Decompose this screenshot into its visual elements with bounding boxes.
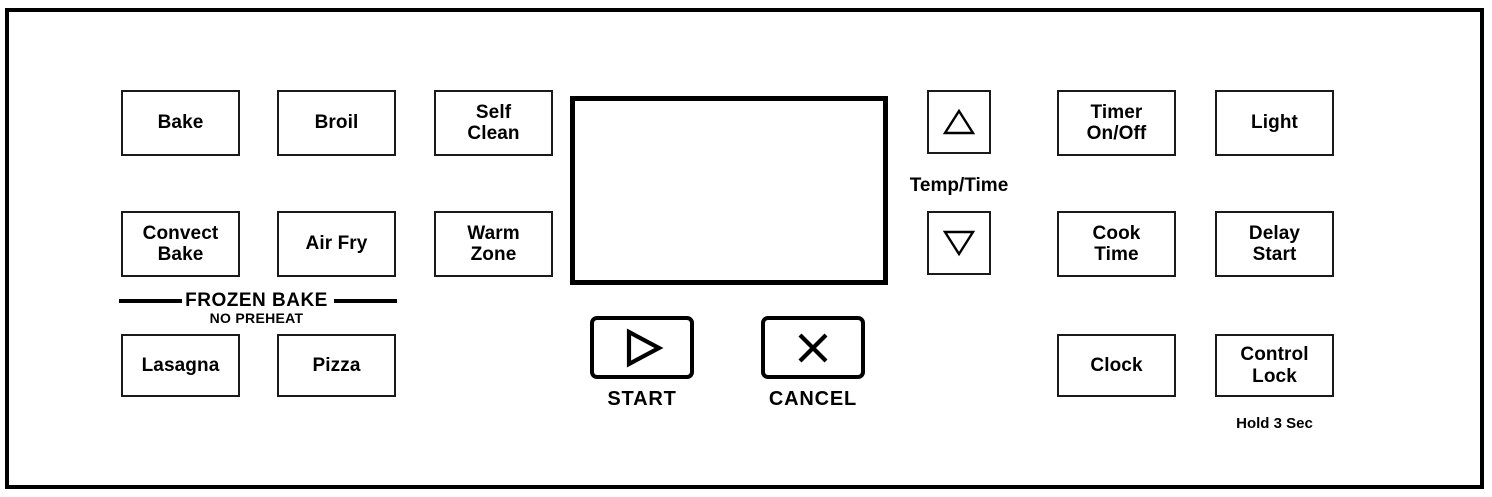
key-clock[interactable]: Clock [1057,334,1176,397]
key-broil[interactable]: Broil [277,90,396,156]
triangle-down-icon [942,228,976,258]
start-button[interactable] [590,316,694,379]
frozen-bake-rule-left [119,299,182,303]
key-light[interactable]: Light [1215,90,1334,156]
key-convect-bake[interactable]: Convect Bake [121,211,240,277]
key-cook-time[interactable]: Cook Time [1057,211,1176,277]
key-bake[interactable]: Bake [121,90,240,156]
triangle-up-icon [942,107,976,137]
cancel-label: CANCEL [768,388,858,410]
key-air-fry[interactable]: Air Fry [277,211,396,277]
control-lock-hint: Hold 3 Sec [1236,415,1313,432]
oven-control-panel: Bake Broil Self Clean Convect Bake Air F… [5,8,1484,489]
key-timer-on-off[interactable]: Timer On/Off [1057,90,1176,156]
frozen-bake-title: FROZEN BAKE [185,290,328,311]
key-lasagna[interactable]: Lasagna [121,334,240,397]
key-warm-zone[interactable]: Warm Zone [434,211,553,277]
key-temp-time-up[interactable] [927,90,991,154]
frozen-bake-rule-right [334,299,397,303]
key-control-lock[interactable]: Control Lock [1215,334,1334,397]
cancel-button[interactable] [761,316,865,379]
key-pizza[interactable]: Pizza [277,334,396,397]
start-label: START [607,388,677,410]
x-close-icon [793,328,833,368]
key-self-clean[interactable]: Self Clean [434,90,553,156]
oven-display-screen [570,96,888,285]
play-triangle-icon [620,328,664,368]
key-temp-time-down[interactable] [927,211,991,275]
no-preheat-label: NO PREHEAT [209,310,304,326]
temp-time-label: Temp/Time [909,175,1009,196]
key-delay-start[interactable]: Delay Start [1215,211,1334,277]
